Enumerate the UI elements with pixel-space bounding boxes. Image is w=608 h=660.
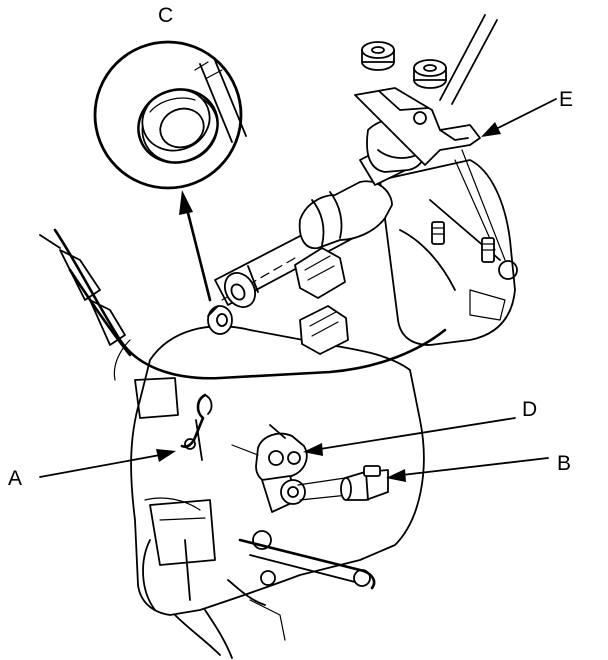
leader-e [481, 98, 557, 137]
connector-upper [294, 247, 346, 299]
callout-label-b: B [557, 452, 571, 475]
flange-nut-right [413, 59, 447, 89]
lever-d-assembly [231, 424, 349, 513]
detail-arrow [179, 190, 212, 302]
leader-d [303, 417, 516, 456]
flange-nut-left [361, 41, 395, 71]
stud-bolt-right [481, 237, 495, 263]
callout-label-a: A [8, 467, 22, 490]
top-bracket-assembly [354, 14, 498, 166]
callout-label-d: D [522, 398, 537, 421]
injector-assembly [207, 118, 428, 335]
engine-body-outline [39, 149, 518, 659]
connector-lower [299, 305, 349, 355]
callout-label-c: C [158, 4, 173, 27]
callout-label-e: E [559, 88, 573, 111]
pin-b [340, 465, 389, 501]
detail-circle-c [93, 40, 247, 190]
stud-bolt-left [431, 221, 445, 245]
retaining-clip-a [180, 393, 213, 461]
grommet-detail [137, 57, 247, 164]
leader-a [39, 449, 176, 478]
leader-b [386, 457, 549, 482]
